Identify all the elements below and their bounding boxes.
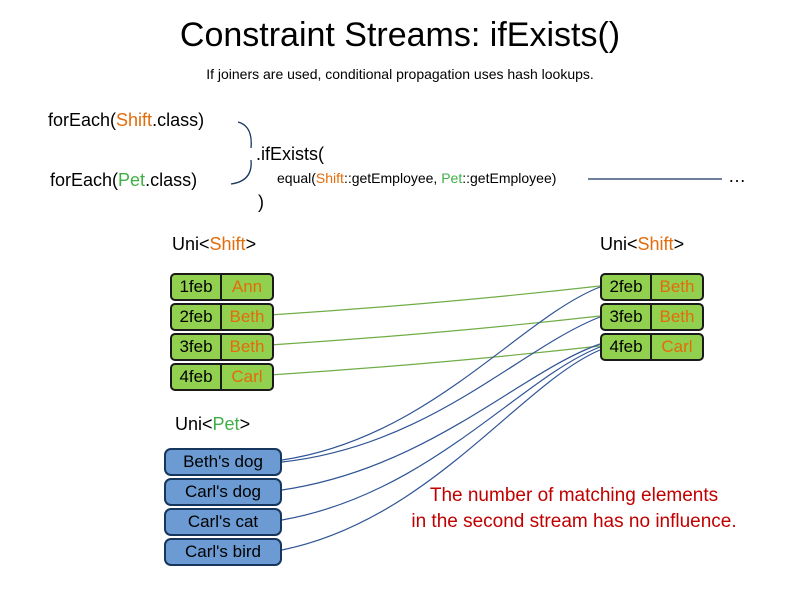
- uni-pet-label: Uni<Pet>: [175, 414, 250, 435]
- pet-type-token: Pet: [212, 414, 240, 434]
- shift-employee: Beth: [229, 337, 265, 356]
- uni-shift-left-label: Uni<Shift>: [172, 234, 256, 255]
- shift-class-token: Shift: [116, 110, 153, 130]
- shift-date: 3feb: [602, 305, 652, 329]
- note-line-1: The number of matching elements: [429, 485, 719, 506]
- label-text: Uni<: [172, 234, 210, 254]
- shift-employee: Carl: [231, 367, 263, 386]
- green-connectors: [269, 285, 601, 376]
- shift-date: 4feb: [602, 335, 652, 359]
- shift-employee: Ann: [231, 277, 263, 296]
- label-text: Uni<: [600, 234, 638, 254]
- shift-row-2feb-beth: 2feb Beth: [170, 303, 274, 331]
- shift-row-4feb-carl: 4feb Carl: [170, 363, 274, 391]
- shift-row-2feb-beth-result: 2feb Beth: [600, 273, 704, 301]
- pet-class-token: Pet: [118, 170, 146, 190]
- note-text: The number of matching elements in the s…: [368, 483, 780, 535]
- code-text: .class): [152, 110, 205, 130]
- label-text: >: [673, 234, 685, 254]
- uni-shift-right-label: Uni<Shift>: [600, 234, 684, 255]
- brace-connector: [230, 121, 252, 185]
- shift-class-token: Shift: [315, 170, 344, 186]
- shift-date: 4feb: [172, 365, 222, 389]
- code-foreach-pet: forEach(Pet.class): [50, 170, 197, 191]
- shift-date: 2feb: [602, 275, 652, 299]
- label-text: Uni<: [175, 414, 213, 434]
- ellipsis: …: [728, 166, 746, 186]
- pet-item-carls-dog: Carl's dog: [164, 478, 282, 506]
- code-text: equal(: [277, 170, 316, 186]
- shift-type-token: Shift: [637, 234, 674, 254]
- code-equal-joiner: equal(Shift::getEmployee, Pet::getEmploy…: [277, 170, 556, 186]
- shift-type-token: Shift: [209, 234, 246, 254]
- shift-employee: Beth: [659, 307, 695, 326]
- shift-employee: Carl: [661, 337, 693, 356]
- code-text: forEach(: [48, 110, 117, 130]
- note-line-2: in the second stream has no influence.: [411, 511, 737, 532]
- label-text: >: [239, 414, 251, 434]
- blue-connectors: [281, 286, 601, 551]
- shift-date: 3feb: [172, 335, 222, 359]
- pet-class-token: Pet: [441, 170, 463, 186]
- code-close-paren: ): [258, 192, 264, 212]
- pet-item-carls-cat: Carl's cat: [164, 508, 282, 536]
- shift-date: 1feb: [172, 275, 222, 299]
- shift-row-1feb-ann: 1feb Ann: [170, 273, 274, 301]
- code-foreach-shift: forEach(Shift.class): [48, 110, 204, 131]
- shift-row-3feb-beth: 3feb Beth: [170, 333, 274, 361]
- shift-row-4feb-carl-result: 4feb Carl: [600, 333, 704, 361]
- pet-item-carls-bird: Carl's bird: [164, 538, 282, 566]
- code-text: forEach(: [50, 170, 119, 190]
- code-text: ::getEmployee,: [343, 170, 442, 186]
- shift-row-3feb-beth-result: 3feb Beth: [600, 303, 704, 331]
- pet-item-beths-dog: Beth's dog: [164, 448, 282, 476]
- page-title: Constraint Streams: ifExists(): [179, 16, 621, 54]
- shift-date: 2feb: [172, 305, 222, 329]
- shift-employee: Beth: [229, 307, 265, 326]
- code-text: ::getEmployee): [462, 170, 557, 186]
- shift-employee: Beth: [659, 277, 695, 296]
- page-subtitle: If joiners are used, conditional propaga…: [206, 66, 594, 82]
- code-text: .class): [145, 170, 198, 190]
- code-ifexists: .ifExists(: [256, 144, 325, 164]
- label-text: >: [245, 234, 257, 254]
